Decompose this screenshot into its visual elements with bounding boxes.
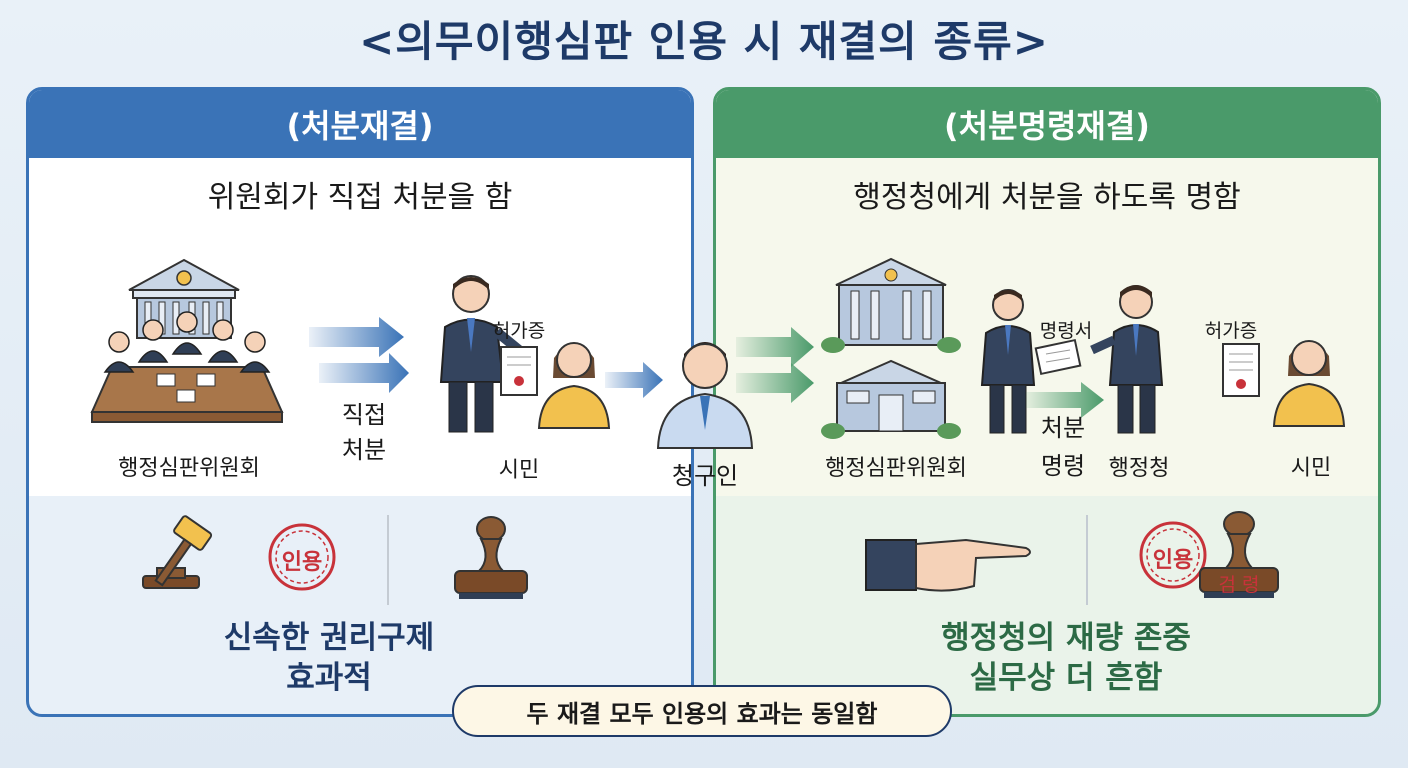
panel-subtitle-left: 위원회가 직접 처분을 함 (207, 180, 513, 215)
divider-right (1086, 515, 1088, 605)
order-label: 명령 (1040, 452, 1086, 480)
footer-note: 두 재결 모두 인용의 효과는 동일함 (452, 685, 952, 737)
citizen-icon (537, 342, 611, 429)
panel-body-right (716, 158, 1378, 496)
agency-label: 행정청 (1108, 456, 1170, 481)
claimant-icon (656, 342, 754, 449)
panel-disposition-ruling: (처분재결) 위원회가 직접 처분을 함 행정심판위원회 직 (26, 87, 694, 717)
divider-left (387, 515, 389, 605)
direct-label: 직접 (341, 401, 387, 429)
approved-stamp-text-right: 인용 (1152, 548, 1194, 573)
disposition-label-right: 처분 (1040, 414, 1086, 442)
permit-document-icon (500, 346, 538, 396)
citizen-icon (1272, 340, 1346, 427)
pointing-hand-icon (865, 538, 1031, 592)
citizen-label-right: 시민 (1290, 456, 1332, 481)
disposition-label: 처분 (341, 436, 387, 464)
committee-label-left: 행정심판위원회 (118, 456, 260, 481)
bottom-text-left-2: 효과적 (286, 660, 372, 696)
committee-label-right: 행정심판위원회 (825, 456, 967, 481)
bottom-text-left-1: 신속한 권리구제 (223, 620, 435, 656)
arrow-icon (736, 327, 814, 403)
approved-stamp-icon (1139, 521, 1207, 589)
permit-label-left: 허가증 (492, 320, 546, 342)
claimant-label: 청구인 (671, 462, 739, 490)
stamp-icon (454, 516, 528, 599)
agency-person-icon (1090, 285, 1164, 434)
approved-stamp-text-left: 인용 (281, 550, 323, 575)
permit-label-right: 허가증 (1204, 320, 1258, 342)
citizen-label-left: 시민 (498, 458, 540, 483)
order-document-label: 명령서 (1039, 320, 1093, 342)
order-document-icon (1034, 338, 1082, 376)
permit-document-icon (1222, 343, 1260, 397)
panel-order-ruling: (처분명령재결) 행정청에게 처분을 하도록 명함 행정심판위원회 명령서 (713, 87, 1381, 717)
bottom-text-right-1: 행정청의 재량 존중 (941, 620, 1191, 656)
courthouse-icon (821, 257, 961, 439)
arrow-icon (309, 317, 409, 393)
bottom-text-right-2: 실무상 더 흔함 (969, 660, 1163, 696)
panel-subtitle-right: 행정청에게 처분을 하도록 명함 (853, 180, 1241, 215)
page-title: <의무이행심판 인용 시 재결의 종류> (359, 17, 1049, 66)
official-person-icon (980, 289, 1036, 434)
stamp-icon (1199, 511, 1279, 598)
approved-stamp-icon (268, 523, 336, 591)
panel-header-left: (처분재결) (29, 90, 691, 158)
gavel-icon (142, 515, 213, 589)
meeting-table-icon (90, 311, 284, 423)
seal-text: 검 령 (1218, 574, 1260, 596)
arrow-icon (1026, 382, 1104, 418)
arrow-icon (605, 362, 663, 398)
panel-header-right: (처분명령재결) (716, 90, 1378, 158)
